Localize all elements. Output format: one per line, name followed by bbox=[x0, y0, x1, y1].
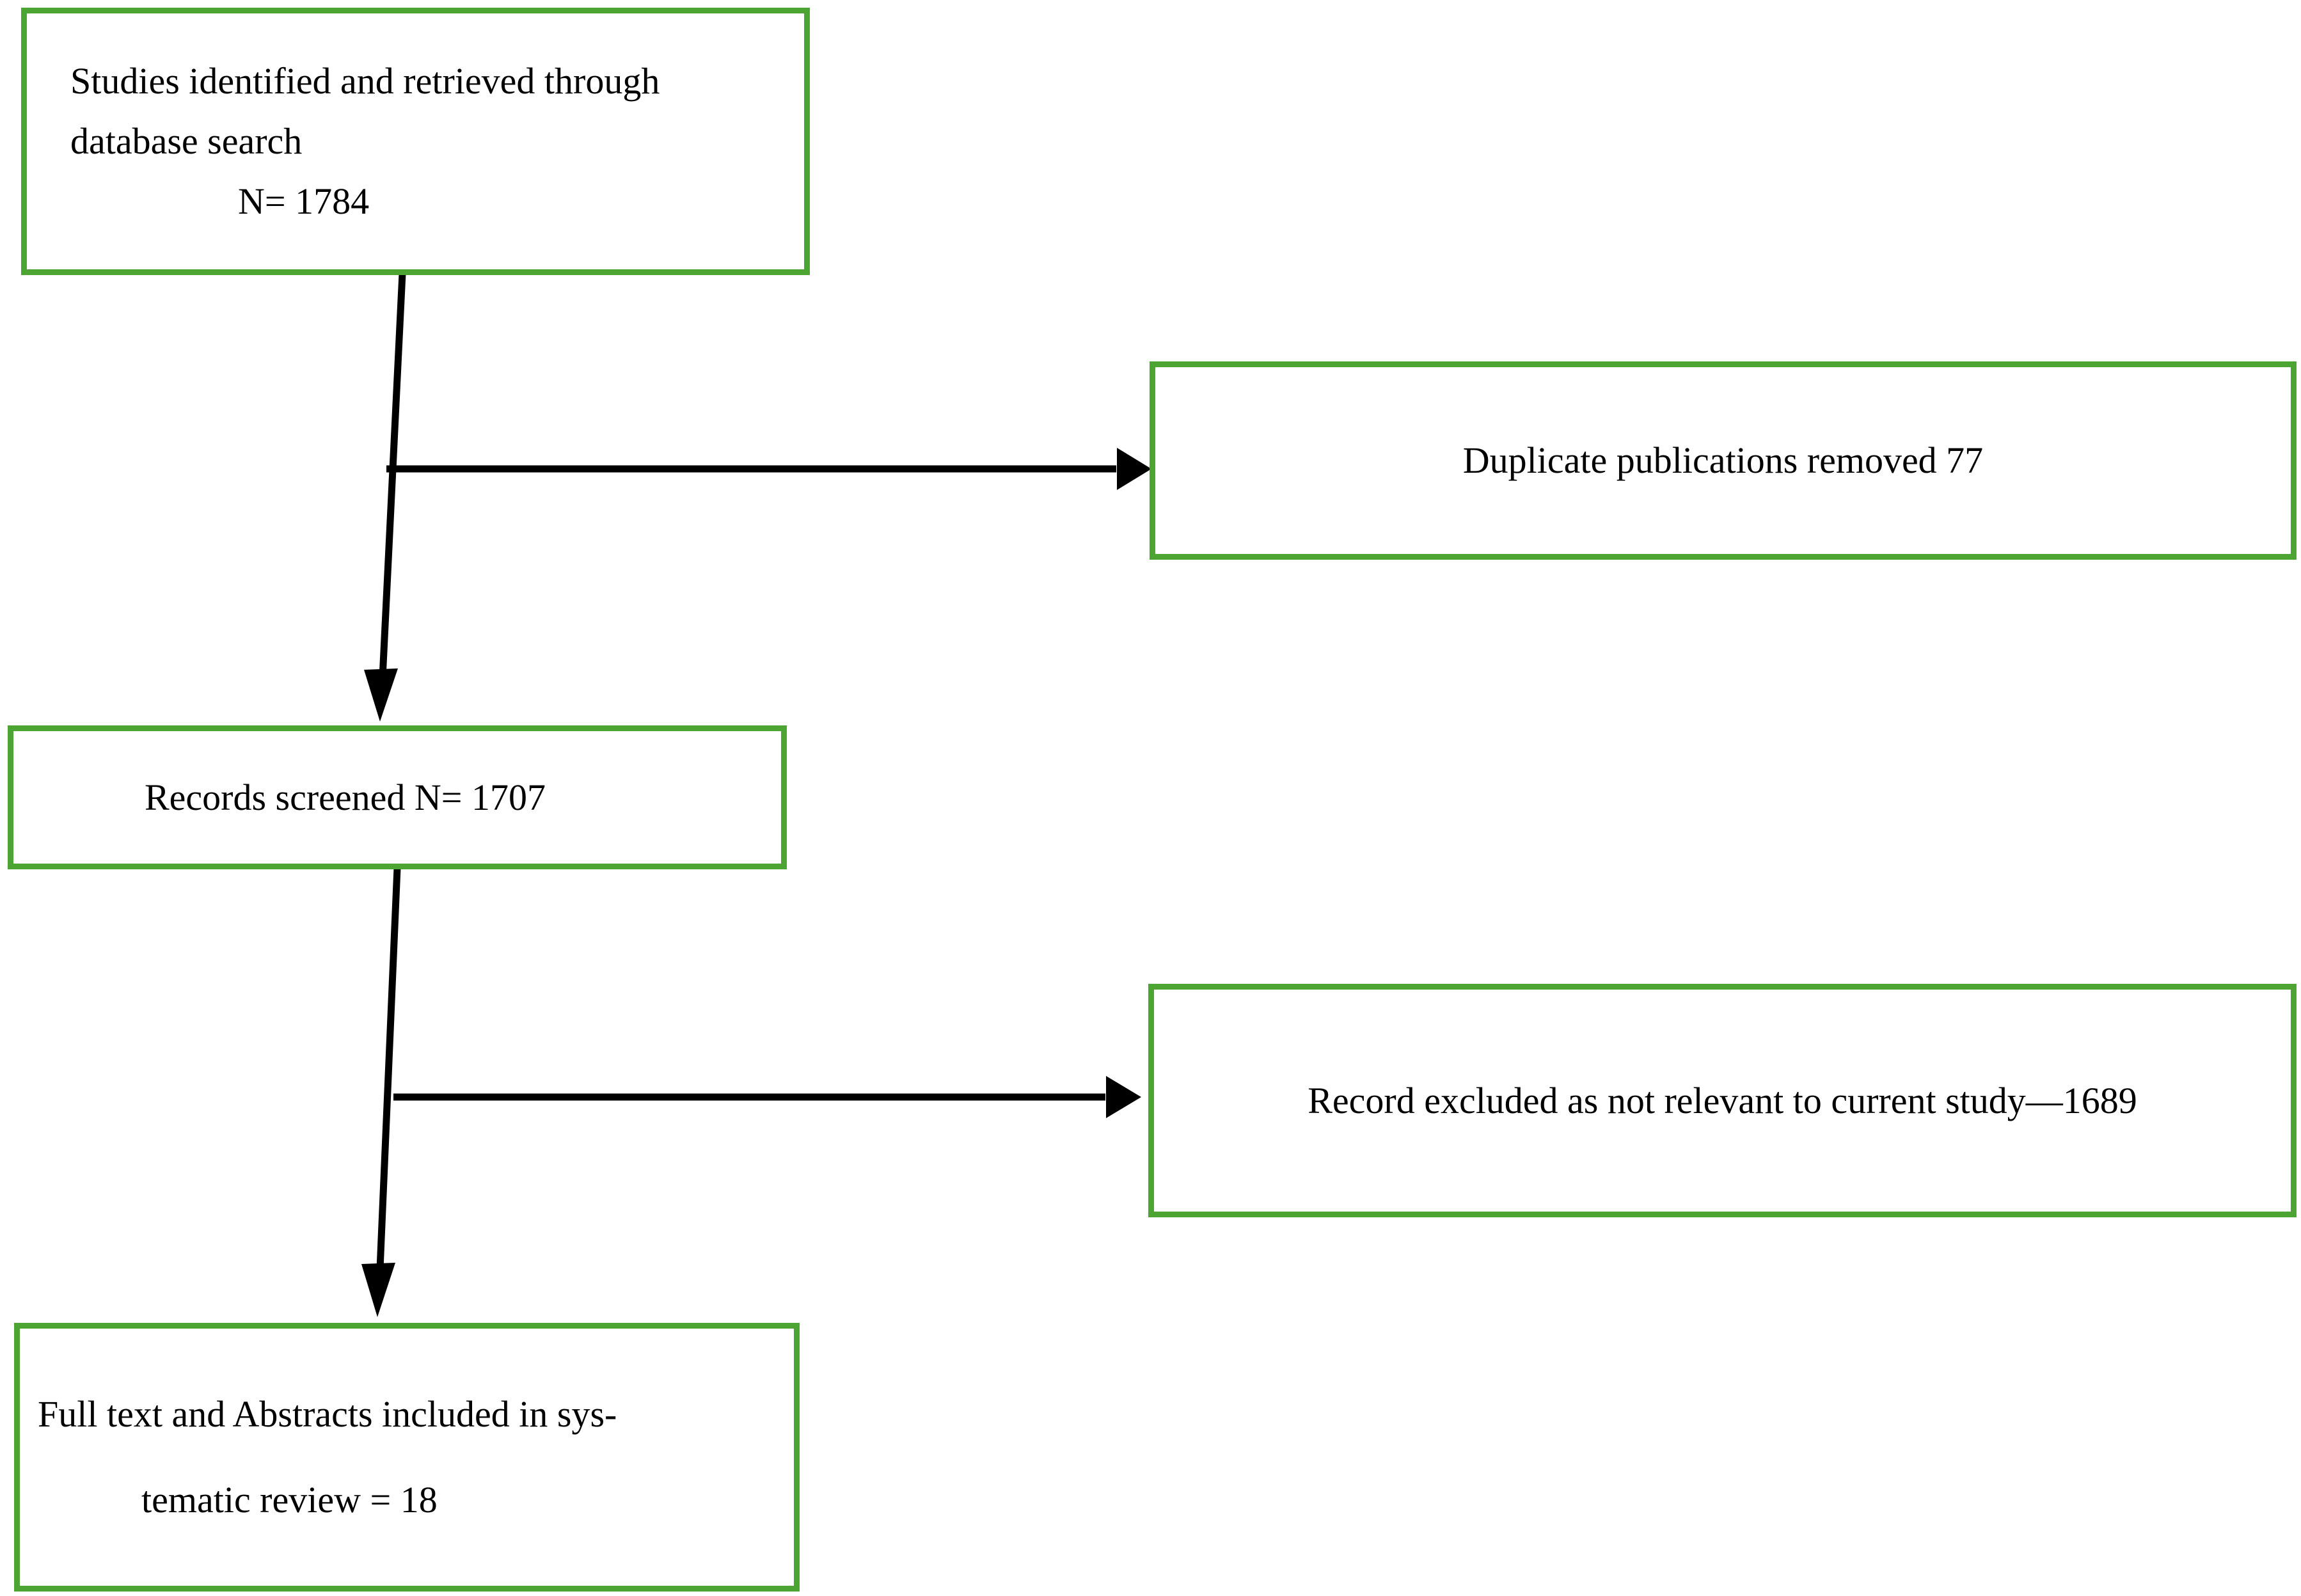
box-studies-included: Full text and Abstracts included in sys-… bbox=[14, 1323, 800, 1592]
box-records-screened: Records screened N= 1707 bbox=[8, 725, 787, 869]
box-records-excluded-label: Record excluded as not relevant to curre… bbox=[1308, 1079, 2137, 1121]
box-studies-identified-count: N= 1784 bbox=[238, 180, 370, 222]
box-studies-included-line2: tematic review = 18 bbox=[141, 1479, 438, 1521]
connector-identified-to-screened bbox=[364, 273, 406, 722]
box-duplicates-removed: Duplicate publications removed 77 bbox=[1150, 361, 2297, 560]
connector-screened-to-included bbox=[361, 867, 401, 1317]
connector-screened-to-excluded bbox=[393, 1076, 1141, 1118]
box-records-excluded: Record excluded as not relevant to curre… bbox=[1148, 984, 2297, 1217]
box-studies-included-line1: Full text and Abstracts included in sys- bbox=[38, 1393, 617, 1435]
box-duplicates-removed-label: Duplicate publications removed 77 bbox=[1462, 439, 1984, 482]
box-studies-identified-line1: Studies identified and retrieved through bbox=[70, 60, 660, 102]
box-studies-identified: Studies identified and retrieved through… bbox=[21, 8, 810, 275]
box-studies-identified-line2: database search bbox=[70, 120, 303, 162]
box-records-screened-label: Records screened N= 1707 bbox=[145, 776, 546, 818]
connector-identified-to-duplicates bbox=[386, 448, 1151, 490]
